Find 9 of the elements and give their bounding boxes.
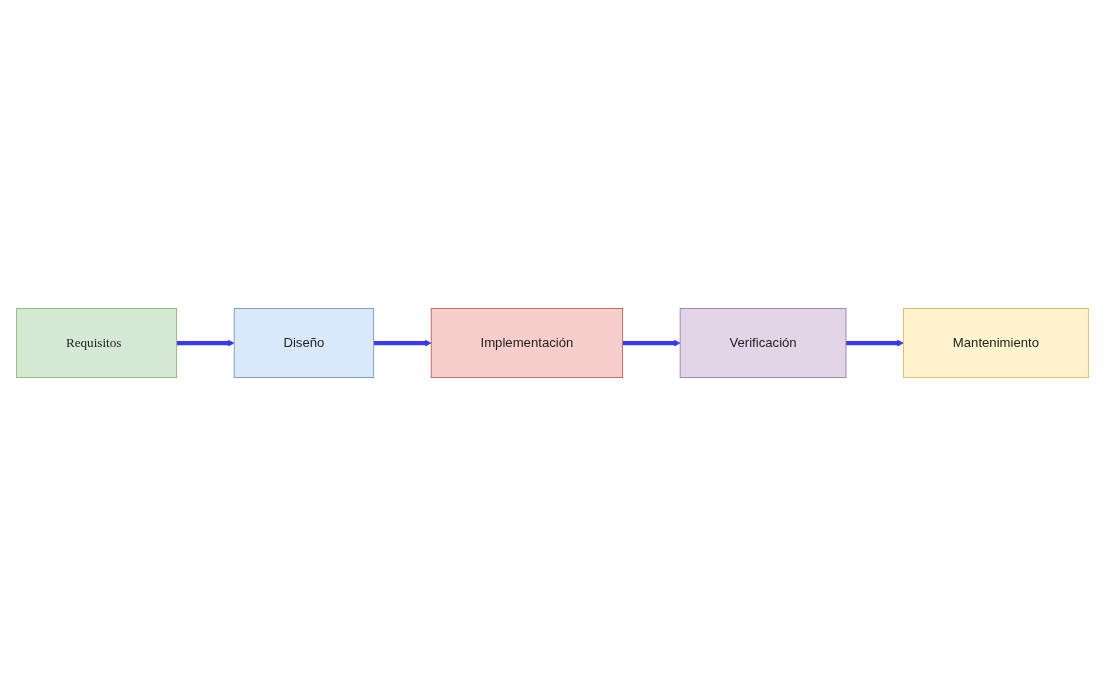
arrow bbox=[846, 339, 904, 347]
arrow bbox=[176, 339, 235, 347]
node-box: Requisitos bbox=[16, 308, 178, 378]
node-box: Implementación bbox=[430, 308, 624, 378]
arrow bbox=[622, 339, 681, 347]
node-box: Diseño bbox=[233, 308, 375, 378]
arrow bbox=[373, 339, 432, 347]
node-box: Verificación bbox=[679, 308, 847, 378]
node-box: Mantenimiento bbox=[903, 308, 1089, 378]
